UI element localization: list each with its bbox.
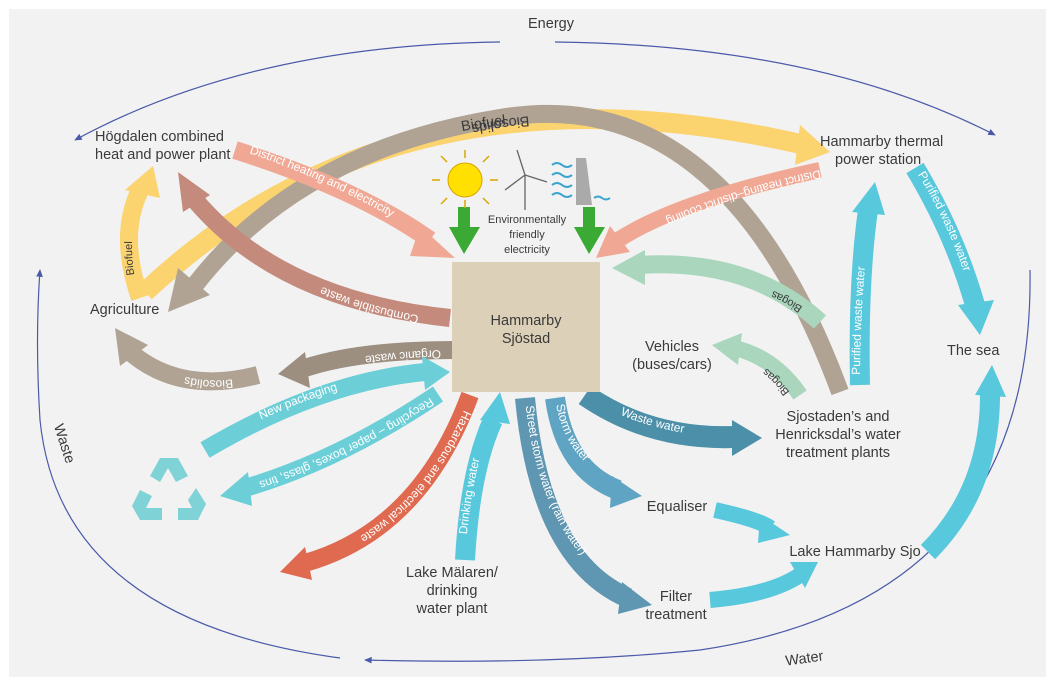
water-label: Water	[784, 648, 824, 669]
equaliser-label: Equaliser	[647, 499, 708, 515]
district-heat-arrow	[232, 141, 455, 258]
sun-icon	[432, 150, 498, 208]
agriculture-label: Agriculture	[90, 302, 159, 318]
malaren-label-2: drinking	[427, 583, 478, 599]
water-cycle-arrow	[364, 269, 1031, 664]
center-label-1: Hammarby	[491, 313, 563, 329]
drinking-water-arrow	[455, 392, 510, 561]
hazardous-arrow	[280, 391, 479, 580]
combustible-arrow	[178, 172, 451, 327]
purified-water-sea-arrow	[906, 162, 994, 335]
hammarby-thermal-label-1: Hammarby thermal	[820, 134, 943, 150]
biosolids-left-label: Biosolids	[183, 374, 234, 391]
hammarby-thermal-label-2: power station	[835, 152, 921, 168]
hammarby-sjostad-box	[452, 262, 600, 392]
biosolids-top-arrow	[168, 105, 849, 396]
hogdalen-label-1: Högdalen combined	[95, 129, 224, 145]
energy-label: Energy	[528, 16, 575, 32]
biofuel-top-label: Biofuel	[460, 113, 506, 135]
vehicles-label-2: (buses/cars)	[632, 357, 712, 373]
new-packaging-arrow	[200, 356, 450, 458]
district-cool-arrow	[596, 162, 822, 258]
malaren-label-3: water plant	[416, 601, 488, 617]
biofuel-left-label: Biofuel	[123, 241, 137, 276]
malaren-label-1: Lake Mälaren/	[406, 565, 499, 581]
green-electricity-arrow-left	[449, 207, 480, 254]
storm-water-arrow	[545, 396, 642, 508]
filter-label-2: treatment	[645, 607, 706, 623]
green-electricity-label-2: friendly	[509, 229, 545, 241]
lake-hammarby-label: Lake Hammarby Sjo	[789, 544, 920, 560]
waste-water-arrow	[578, 385, 762, 456]
organic-waste-arrow	[278, 341, 456, 388]
purified-water-sea-label: Purified waste water	[915, 169, 974, 273]
street-storm-arrow	[515, 397, 652, 614]
center-label-2: Sjöstad	[502, 331, 550, 347]
filter-to-lake-arrow	[709, 562, 818, 608]
equaliser-to-lake-arrow	[713, 502, 790, 543]
recycle-icon	[132, 458, 206, 520]
filter-label-1: Filter	[660, 589, 692, 605]
green-electricity-arrow-right	[574, 207, 605, 254]
wtp-label-3: treatment plants	[786, 445, 890, 461]
green-electricity-label-3: electricity	[504, 244, 550, 256]
green-electricity-label-1: Environmentally	[488, 214, 567, 226]
purified-water-up-arrow	[849, 182, 885, 386]
biogas-vehicles-arrow	[712, 333, 807, 400]
recycling-arrow	[220, 386, 444, 506]
hydro-dam-icon	[551, 158, 611, 205]
purified-water-up-label: Purified waste water	[849, 266, 868, 375]
vehicles-label-1: Vehicles	[645, 339, 699, 355]
energy-cycle-arrow-right	[554, 41, 996, 136]
waste-cycle-arrow	[36, 269, 341, 659]
sea-label: The sea	[947, 343, 1000, 359]
wind-turbine-icon	[504, 149, 548, 210]
wtp-label-2: Henricksdal’s water	[775, 427, 901, 443]
hogdalen-label-2: heat and power plant	[95, 147, 230, 163]
wtp-label-1: Sjostaden’s and	[787, 409, 890, 425]
energy-cycle-arrow	[74, 41, 501, 141]
waste-label: Waste	[50, 422, 78, 466]
biosolids-left-arrow	[115, 328, 261, 391]
biogas-center-arrow	[612, 250, 827, 329]
lake-to-sea-arrow	[920, 365, 1006, 560]
biofuel-left-arrow	[120, 166, 160, 301]
